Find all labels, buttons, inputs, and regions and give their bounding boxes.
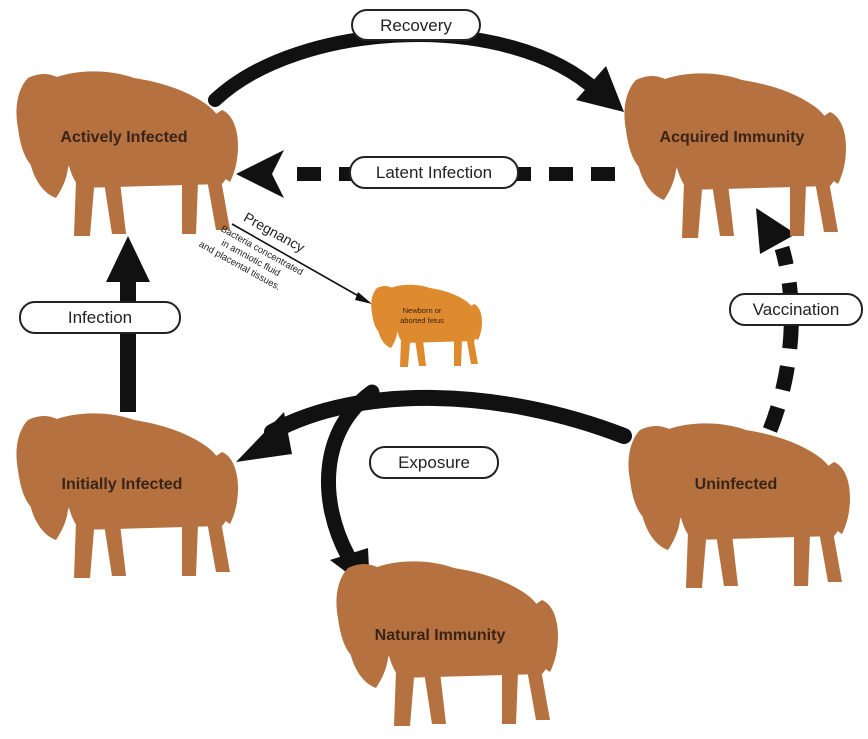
pill-infection-text: Infection bbox=[68, 308, 132, 327]
pregnancy-arrowhead bbox=[355, 292, 372, 304]
bison-acquired-immunity bbox=[624, 73, 846, 238]
fetus-label-line-2: aborted fetus bbox=[400, 316, 444, 325]
pill-exposure: Exposure bbox=[369, 446, 499, 479]
pill-vaccination-text: Vaccination bbox=[753, 300, 840, 319]
bison-uninfected bbox=[628, 423, 850, 588]
bison-fetus bbox=[371, 284, 482, 367]
vaccination-arrow bbox=[763, 245, 799, 433]
fetus-label-line-1: Newborn or bbox=[403, 306, 442, 315]
pill-recovery: Recovery bbox=[351, 9, 481, 41]
exposure-arrowhead-left bbox=[236, 412, 292, 462]
recovery-arrow bbox=[208, 28, 605, 107]
pill-recovery-text: Recovery bbox=[380, 16, 452, 35]
vaccination-arrowhead bbox=[756, 208, 796, 254]
pill-latent-infection: Latent Infection bbox=[349, 156, 519, 189]
exposure-arrow-main bbox=[264, 390, 632, 444]
infection-arrowhead bbox=[106, 236, 150, 282]
pill-vaccination: Vaccination bbox=[729, 293, 863, 326]
recovery-arrowhead bbox=[576, 66, 624, 112]
exposure-arrow-branch bbox=[321, 384, 380, 564]
label-actively-infected: Actively Infected bbox=[60, 129, 187, 146]
label-acquired-immunity: Acquired Immunity bbox=[660, 129, 805, 146]
pill-latent-infection-text: Latent Infection bbox=[376, 163, 492, 182]
latent-infection-arrowhead bbox=[236, 150, 284, 198]
label-natural-immunity: Natural Immunity bbox=[375, 627, 506, 644]
pregnancy-arrow bbox=[231, 223, 363, 299]
bison-initially-infected bbox=[16, 413, 238, 578]
pill-infection: Infection bbox=[19, 301, 181, 334]
label-initially-infected: Initially Infected bbox=[62, 476, 183, 493]
pill-exposure-text: Exposure bbox=[398, 453, 470, 472]
bison-actively-infected bbox=[16, 71, 238, 236]
label-uninfected: Uninfected bbox=[695, 476, 778, 493]
